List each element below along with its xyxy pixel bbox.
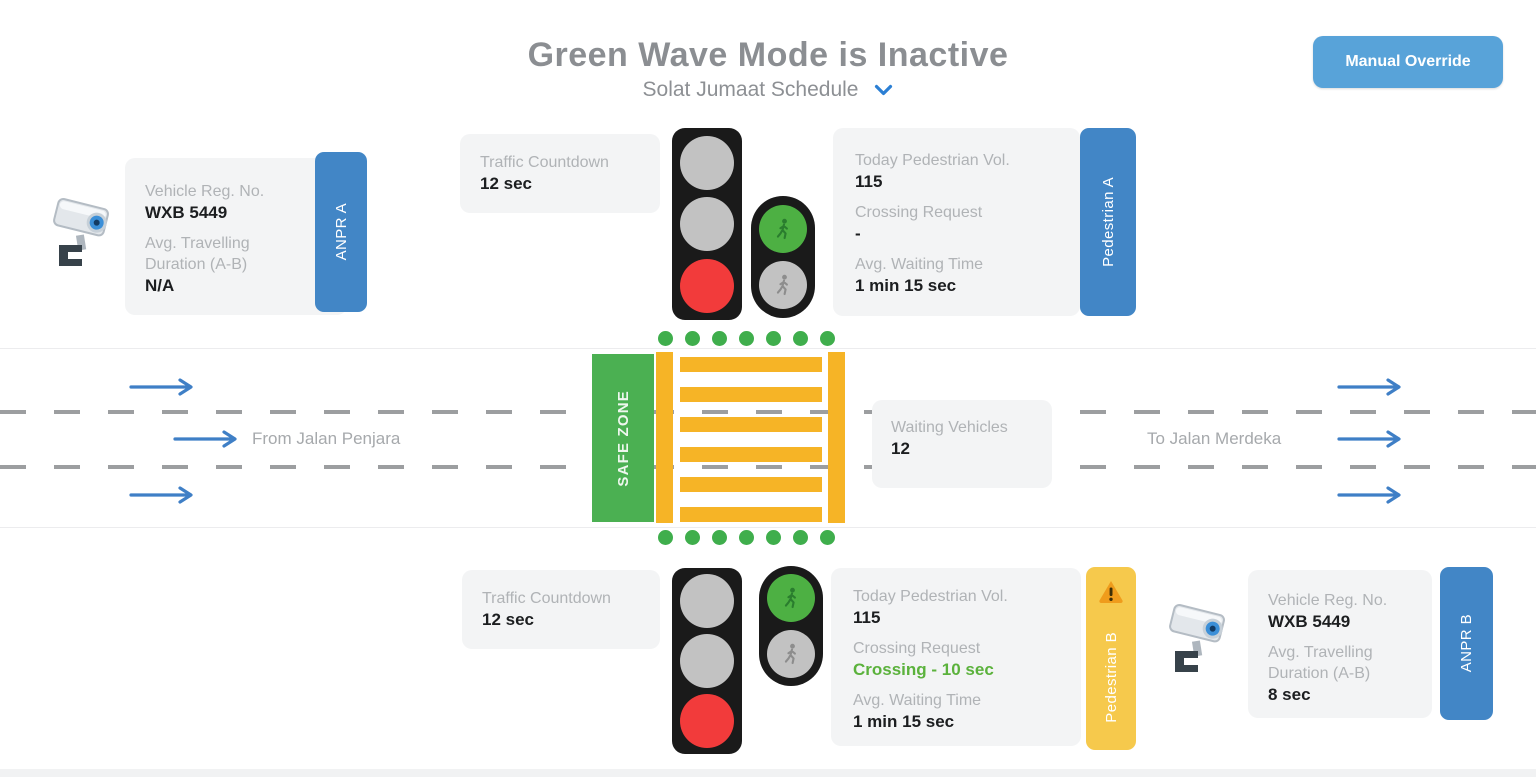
safe-zone-block: SAFE ZONE: [592, 354, 654, 522]
crossing-request-value: Crossing - 10 sec: [853, 660, 994, 679]
traffic-light-b-top-lamp: [680, 574, 734, 628]
travel-duration-label: Avg. Travelling Duration (A-B): [1268, 644, 1373, 682]
avg-waiting-label: Avg. Waiting Time: [853, 692, 982, 709]
chevron-down-icon[interactable]: [874, 84, 893, 97]
travel-duration-value: 8 sec: [1268, 685, 1311, 704]
traffic-countdown-b-label: Traffic Countdown: [482, 590, 611, 607]
waiting-vehicles-panel: Waiting Vehicles 12: [872, 400, 1052, 488]
arrow-right-icon: [1337, 378, 1401, 396]
crosswalk-dots-top: [658, 331, 835, 346]
crosswalk-left-bar: [656, 352, 673, 523]
vehicle-reg-label: Vehicle Reg. No.: [145, 183, 265, 200]
pedestrian-a-tab-label: Pedestrian A: [1099, 177, 1117, 267]
anpr-b-panel: Vehicle Reg. No. WXB 5449 Avg. Travellin…: [1248, 570, 1432, 718]
arrow-right-icon: [129, 378, 193, 396]
avg-waiting-label: Avg. Waiting Time: [855, 256, 984, 273]
anpr-b-tab-label: ANPR B: [1458, 614, 1475, 673]
pedestrian-stand-icon: [767, 630, 815, 678]
arrow-right-icon: [1337, 430, 1401, 448]
crossing-request-value: -: [855, 224, 861, 243]
traffic-light-a-top-lamp: [680, 135, 734, 190]
crosswalk-stripes: [680, 357, 822, 522]
pedestrian-a-tab: Pedestrian A: [1080, 128, 1136, 316]
traffic-light-a-red-lamp: [680, 258, 734, 313]
pedestrian-a-panel: Today Pedestrian Vol. 115 Crossing Reque…: [833, 128, 1080, 316]
crosswalk-right-bar: [828, 352, 845, 523]
cctv-camera-icon: [52, 196, 112, 267]
crossing-request-label: Crossing Request: [855, 204, 983, 221]
traffic-countdown-a-panel: Traffic Countdown 12 sec: [460, 134, 660, 213]
waiting-vehicles-value: 12: [891, 439, 910, 458]
traffic-countdown-a-value: 12 sec: [480, 174, 532, 193]
anpr-a-tab: ANPR A: [315, 152, 367, 312]
avg-waiting-value: 1 min 15 sec: [853, 712, 955, 731]
page-title: Green Wave Mode is Inactive: [527, 36, 1009, 74]
road-bottom-edge: [0, 527, 1536, 528]
waiting-vehicles-label: Waiting Vehicles: [891, 419, 1008, 436]
arrow-right-icon: [129, 486, 193, 504]
travel-duration-value: N/A: [145, 276, 175, 295]
pedestrian-light-a: [751, 196, 815, 318]
traffic-light-a-middle-lamp: [680, 197, 734, 251]
arrow-right-icon: [1337, 486, 1401, 504]
traffic-countdown-b-panel: Traffic Countdown 12 sec: [462, 570, 660, 649]
schedule-dropdown-label: Solat Jumaat Schedule: [642, 78, 859, 101]
from-road-label: From Jalan Penjara: [252, 429, 401, 448]
cctv-camera-icon: [1168, 602, 1228, 673]
warning-triangle-icon: [1099, 581, 1123, 603]
anpr-b-tab: ANPR B: [1440, 567, 1493, 720]
bottom-strip: [0, 769, 1536, 777]
anpr-a-panel: Vehicle Reg. No. WXB 5449 Avg. Travellin…: [125, 158, 347, 315]
pedestrian-walk-icon: [767, 574, 815, 622]
schedule-dropdown[interactable]: Solat Jumaat Schedule: [0, 78, 1536, 102]
arrow-right-icon: [173, 430, 237, 448]
traffic-countdown-a-label: Traffic Countdown: [480, 154, 609, 171]
pedestrian-walk-icon: [759, 204, 807, 253]
vehicle-reg-value: WXB 5449: [145, 203, 228, 222]
pedestrian-b-panel: Today Pedestrian Vol. 115 Crossing Reque…: [831, 568, 1081, 746]
pedestrian-light-b: [759, 566, 823, 686]
traffic-countdown-b-value: 12 sec: [482, 610, 534, 629]
pedestrian-vol-label: Today Pedestrian Vol.: [855, 152, 1010, 169]
crossing-request-label: Crossing Request: [853, 640, 981, 657]
lane-divider: [0, 465, 1536, 469]
pedestrian-stand-icon: [759, 261, 807, 310]
vehicle-reg-value: WXB 5449: [1268, 612, 1351, 631]
to-road-label: To Jalan Merdeka: [1147, 429, 1282, 448]
pedestrian-b-tab: Pedestrian B: [1086, 567, 1136, 750]
traffic-light-b: [672, 568, 742, 754]
traffic-light-b-middle-lamp: [680, 634, 734, 688]
pedestrian-b-tab-label: Pedestrian B: [1102, 631, 1120, 723]
avg-waiting-value: 1 min 15 sec: [855, 276, 957, 295]
pedestrian-vol-label: Today Pedestrian Vol.: [853, 588, 1008, 605]
crosswalk-dots-bottom: [658, 530, 835, 545]
pedestrian-vol-value: 115: [855, 172, 883, 191]
travel-duration-label: Avg. Travelling Duration (A-B): [145, 235, 250, 273]
traffic-light-b-red-lamp: [680, 694, 734, 748]
road-top-edge: [0, 348, 1536, 349]
pedestrian-vol-value: 115: [853, 608, 881, 627]
lane-divider: [0, 410, 1536, 414]
safe-zone-label: SAFE ZONE: [614, 389, 632, 487]
manual-override-button[interactable]: Manual Override: [1313, 36, 1503, 88]
anpr-a-tab-label: ANPR A: [332, 203, 350, 261]
traffic-light-a: [672, 128, 742, 320]
vehicle-reg-label: Vehicle Reg. No.: [1268, 592, 1388, 609]
